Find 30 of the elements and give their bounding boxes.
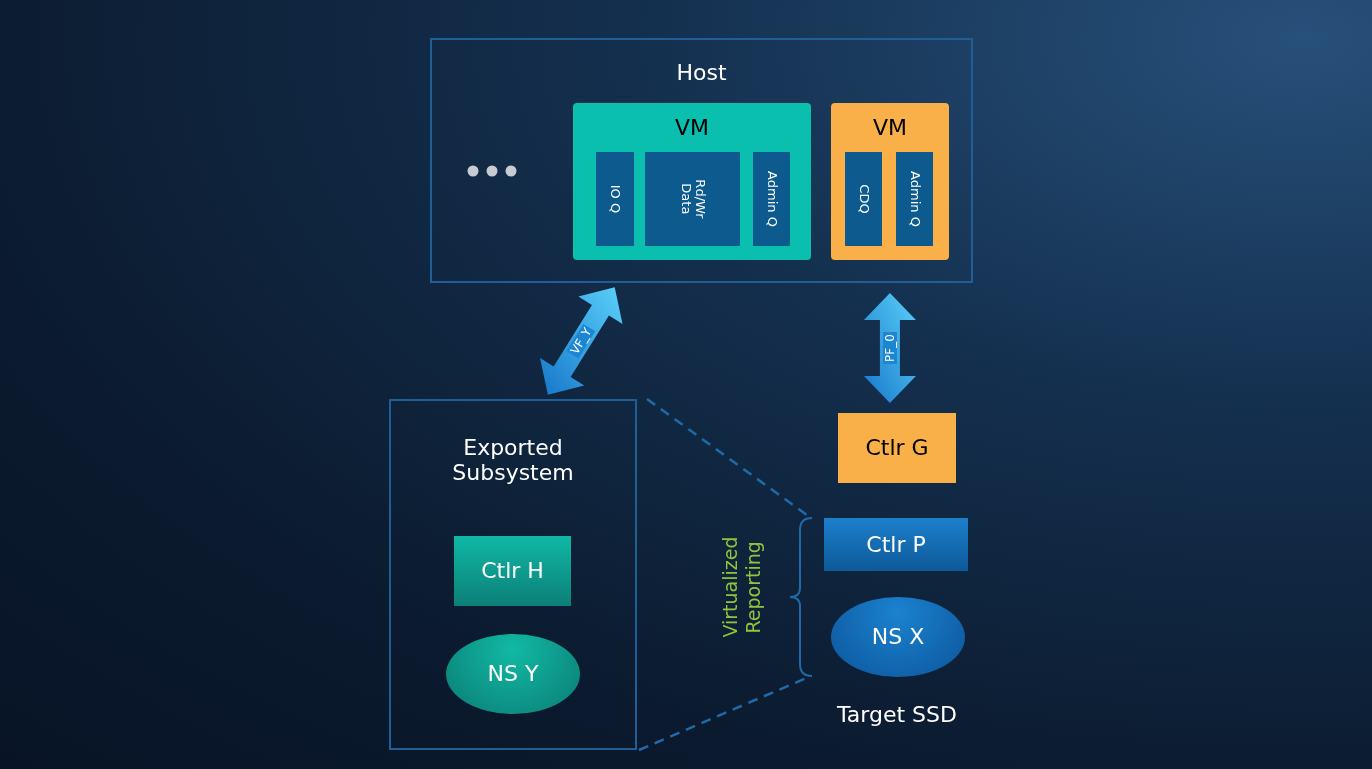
node-label: Host [675,60,728,86]
host-panel [430,38,973,283]
queue-box [896,152,933,246]
subsystem-panel [389,399,637,750]
double-arrow [540,287,623,395]
controller-box [824,518,968,571]
node-label: Ctlr G [865,435,929,461]
node-label: Admin Q [907,171,922,227]
node-label: Admin Q [764,171,779,227]
queue-box [845,152,882,246]
node-label: VM [872,115,908,141]
side-note: Virtualized Reporting [719,536,765,638]
caption: Target SSD [837,702,957,728]
node-label: NS Y [487,661,539,687]
node-label: CDQ [856,184,871,214]
queue-box [596,152,634,246]
curly-brace [789,517,813,677]
node-label: IO Q [607,184,623,214]
node-label: Rd/Wr Data [677,179,708,219]
node-label: VM [674,115,710,141]
node-label: Exported Subsystem [452,435,574,486]
controller-box [454,536,571,606]
node-label: Ctlr P [866,531,926,558]
node-label: NS X [871,624,925,650]
vm-panel [831,103,949,260]
queue-box [645,152,740,246]
controller-box [838,413,956,483]
node-label: Ctlr H [481,558,544,584]
queue-box [753,152,790,246]
vm-panel [573,103,811,260]
